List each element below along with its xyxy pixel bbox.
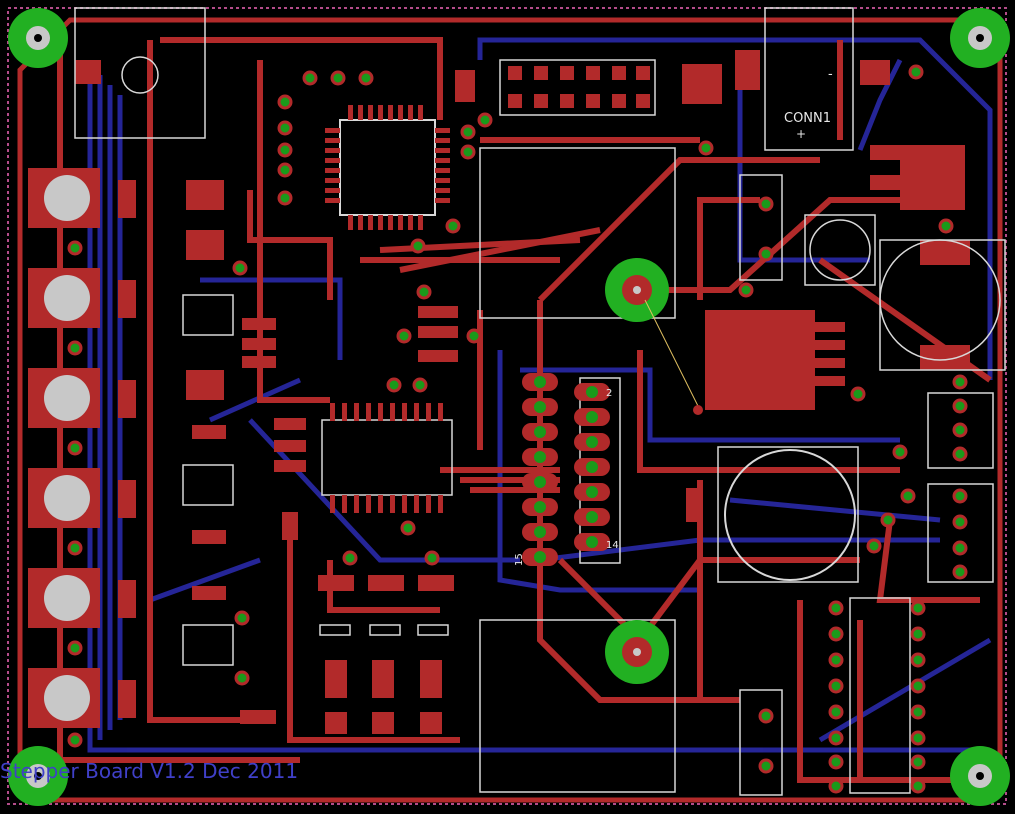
conn1-outline: [764, 7, 854, 151]
board-title: Stepper Board V1.2 Dec 2011: [0, 759, 298, 783]
conn1-label: CONN1: [784, 111, 831, 126]
driver-ic: [330, 403, 443, 513]
conn1-plus: +: [796, 127, 806, 141]
capacitor-outline: [724, 449, 856, 581]
silkscreen-layer: [74, 7, 1006, 796]
pin-header: [522, 373, 610, 566]
board-outline: [7, 7, 1007, 805]
vias: [67, 64, 968, 794]
header-pin-15-label: 15: [514, 553, 525, 566]
mounting-holes: [8, 8, 1010, 806]
copper-pours: [75, 50, 970, 410]
header-pin-14-label: 14: [606, 540, 619, 551]
bottom-copper-layer: [87, 37, 993, 753]
top-header: [508, 66, 650, 108]
regulator-pad: [705, 310, 815, 410]
mcu-qfp: [325, 105, 450, 230]
dpak-pad: [900, 145, 965, 210]
left-buttons: [28, 168, 136, 728]
smd-components: [186, 64, 722, 734]
conn1-minus: -: [828, 67, 833, 82]
airwire: [644, 299, 701, 411]
header-pin-2-label: 2: [606, 388, 612, 399]
